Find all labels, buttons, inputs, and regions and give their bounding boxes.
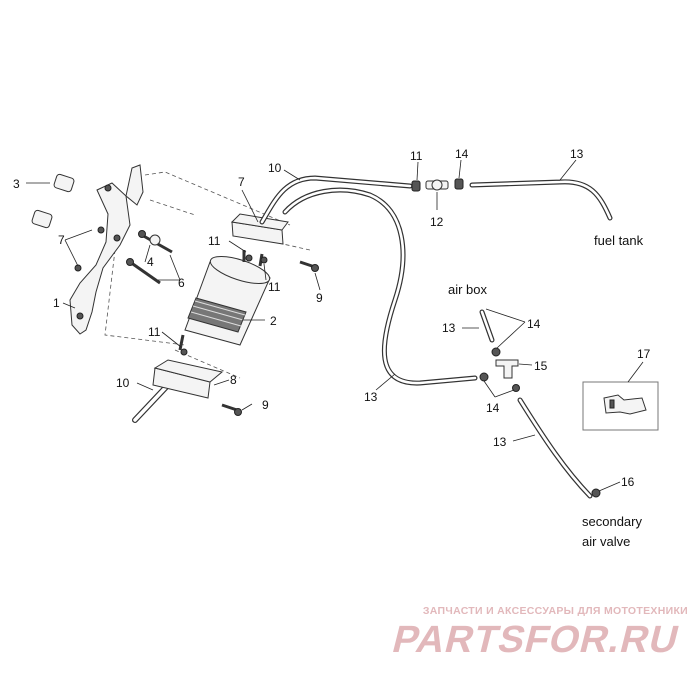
callout-2: 2 xyxy=(270,314,277,328)
callout-10-a: 10 xyxy=(268,161,282,175)
hoses xyxy=(259,175,613,499)
callout-3: 3 xyxy=(13,177,20,191)
label-secondary-air-valve-1: secondary xyxy=(582,514,642,529)
callout-10-b: 10 xyxy=(116,376,130,390)
callout-6: 6 xyxy=(178,276,185,290)
text-labels: fuel tank air box secondary air valve xyxy=(448,233,644,549)
part-17-box xyxy=(582,381,659,431)
svg-text:PARTSFOR.RU: PARTSFOR.RU xyxy=(388,619,684,659)
callout-12: 12 xyxy=(430,215,444,229)
callout-7: 7 xyxy=(238,175,245,189)
callout-1: 1 xyxy=(53,296,60,310)
label-air-box: air box xyxy=(448,282,488,297)
callout-numbers: 3 7 4 6 1 7 2 11 11 11 9 10 10 8 9 11 12… xyxy=(13,147,651,489)
fittings xyxy=(411,178,601,498)
lower-clamp xyxy=(132,359,224,423)
callout-13-a: 13 xyxy=(570,147,584,161)
fuel-filter xyxy=(178,250,271,356)
callout-14-b: 14 xyxy=(527,317,541,331)
callout-11-c: 11 xyxy=(148,325,161,339)
callout-5: 7 xyxy=(58,233,65,247)
callout-13-c: 13 xyxy=(364,390,378,404)
label-secondary-air-valve-2: air valve xyxy=(582,534,630,549)
upper-clamp xyxy=(230,213,289,245)
callout-4: 4 xyxy=(147,255,154,269)
watermark-text: ЗАПЧАСТИ И АКСЕССУАРЫ ДЛЯ МОТОТЕХНИКИ xyxy=(422,605,688,617)
leader-lines xyxy=(26,159,644,492)
callout-17: 17 xyxy=(637,347,651,361)
callout-11-b: 11 xyxy=(268,280,281,294)
bolts-4-6 xyxy=(126,230,173,285)
callout-8: 8 xyxy=(230,373,237,387)
callout-13-d: 13 xyxy=(493,435,507,449)
callout-15: 15 xyxy=(534,359,548,373)
rubber-mounts xyxy=(31,173,75,229)
callout-11-d: 11 xyxy=(410,149,423,163)
screws-9 xyxy=(221,260,319,416)
callout-14-c: 14 xyxy=(486,401,500,415)
bracket-part xyxy=(69,164,144,335)
callout-14-a: 14 xyxy=(455,147,469,161)
callout-16: 16 xyxy=(621,475,635,489)
callout-9-b: 9 xyxy=(262,398,269,412)
callout-13-b: 13 xyxy=(442,321,456,335)
watermark-logo: PARTSFOR.RU xyxy=(388,619,684,659)
callout-9-a: 9 xyxy=(316,291,323,305)
callout-11-a: 11 xyxy=(208,234,221,248)
label-fuel-tank: fuel tank xyxy=(594,233,644,248)
